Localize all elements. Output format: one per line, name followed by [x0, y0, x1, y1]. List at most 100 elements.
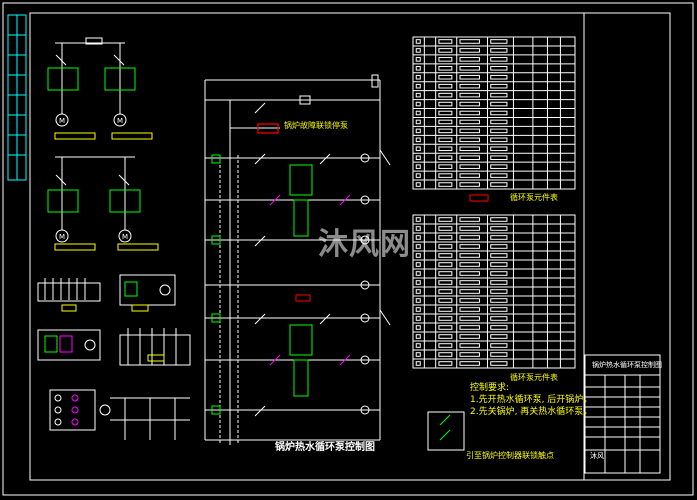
small-diagram-label: 引至锅炉控制器联锁触点 — [466, 451, 554, 460]
motor-yellow-labels — [54, 132, 159, 251]
table1-cell-mark — [438, 155, 453, 160]
table1-cell-mark — [459, 101, 480, 107]
table1-cell-mark — [490, 137, 508, 143]
table2-cell-mark — [438, 271, 453, 276]
table2-cell-mark — [459, 298, 480, 303]
table1-caption: 循环泵元件表 — [510, 193, 558, 202]
table1-cell-mark — [490, 74, 508, 80]
table2-cell-mark — [415, 316, 421, 321]
table2-cell-mark — [459, 343, 480, 348]
table1-cell-mark — [415, 128, 421, 134]
table1-cell-mark — [438, 182, 453, 187]
component-table-2 — [412, 214, 576, 369]
table1-cell-mark — [415, 182, 421, 187]
table2-cell-mark — [490, 352, 508, 357]
table2-cell-mark — [415, 361, 421, 366]
table2-cell-mark — [490, 262, 508, 267]
control-requirement-1: 1.先开热水循环泵, 后开锅炉。 — [470, 395, 593, 405]
table2-cell-mark — [490, 289, 508, 294]
table1-cell-mark — [490, 92, 508, 98]
table2-cell-mark — [459, 316, 480, 321]
table2-cell-mark — [490, 253, 508, 258]
table1-cell-mark — [490, 182, 508, 187]
table2-cell-mark — [459, 217, 480, 222]
title-block — [584, 354, 661, 474]
ladder-magenta-contacts — [269, 194, 351, 366]
table1-cell-mark — [415, 48, 421, 53]
table1-cell-mark — [438, 101, 453, 107]
table2-cell-mark — [415, 262, 421, 267]
table1-cell-mark — [438, 66, 453, 71]
table1-cell-mark — [459, 119, 480, 125]
table2-cell-mark — [438, 307, 453, 312]
table1-cell-mark — [490, 48, 508, 53]
table1-cell-mark — [415, 119, 421, 125]
control-requirements-heading: 控制要求: — [470, 383, 510, 393]
table1-cell-mark — [438, 173, 453, 178]
component-table-1 — [412, 36, 576, 190]
table2-cell-mark — [415, 226, 421, 231]
table2-cell-mark — [438, 226, 453, 231]
table1-cell-mark — [415, 83, 421, 89]
ladder-tag-1 — [295, 294, 311, 302]
table2-cell-mark — [459, 226, 480, 231]
table2-cell-mark — [459, 253, 480, 258]
table1-cell-mark — [490, 128, 508, 134]
table1-cell-mark — [459, 83, 480, 89]
table1-cell-mark — [490, 164, 508, 169]
table2-cell-mark — [490, 298, 508, 303]
table2-cell-mark — [490, 343, 508, 348]
table2-cell-mark — [490, 307, 508, 312]
table1-cell-mark — [459, 137, 480, 143]
table2-cell-mark — [490, 226, 508, 231]
table2-cell-mark — [415, 235, 421, 240]
left-margin-strips — [7, 14, 27, 181]
table1-cell-mark — [415, 173, 421, 178]
table1-cell-mark — [438, 119, 453, 125]
relay-circuit-1 — [37, 329, 101, 361]
table2-cell-mark — [438, 244, 453, 249]
interlock-label: 锅炉故障联锁停泵 — [284, 121, 348, 130]
table1-cell-mark — [438, 110, 453, 116]
table2-cell-mark — [438, 325, 453, 330]
table1-cell-mark — [438, 39, 453, 44]
table1-cell-mark — [459, 164, 480, 169]
table1-cell-mark — [415, 137, 421, 143]
table1-cell-mark — [415, 92, 421, 98]
table1-cell-mark — [459, 173, 480, 178]
table2-cell-mark — [490, 316, 508, 321]
motor-label-2a: M — [59, 233, 65, 241]
table2-cell-mark — [438, 352, 453, 357]
table2-cell-mark — [459, 262, 480, 267]
table2-cell-mark — [438, 262, 453, 267]
title-block-name: 锅炉热水循环泵控制图 — [592, 361, 662, 369]
motor-label-1a: M — [59, 117, 65, 125]
table2-cell-mark — [438, 361, 453, 366]
table1-cell-mark — [459, 57, 480, 62]
table2-cell-mark — [438, 289, 453, 294]
table2-cell-mark — [415, 352, 421, 357]
table2-cell-mark — [438, 217, 453, 222]
table1-caption-tag — [469, 194, 489, 202]
table1-cell-mark — [438, 164, 453, 169]
table1-cell-mark — [415, 164, 421, 169]
table1-cell-mark — [459, 48, 480, 53]
table2-cell-mark — [490, 217, 508, 222]
table1-cell-mark — [459, 39, 480, 44]
interlock-small-diagram — [427, 411, 465, 451]
title-block-stamp: 沐风 — [590, 452, 604, 460]
table1-cell-mark — [459, 66, 480, 71]
table1-cell-mark — [415, 39, 421, 44]
table1-cell-mark — [415, 57, 421, 62]
table2-cell-mark — [438, 334, 453, 339]
table1-cell-mark — [490, 119, 508, 125]
table1-cell-mark — [438, 74, 453, 80]
timer-circuit — [49, 389, 190, 440]
table2-cell-mark — [459, 244, 480, 249]
table2-cell-mark — [415, 280, 421, 285]
table1-cell-mark — [490, 57, 508, 62]
table2-cell-mark — [459, 361, 480, 366]
table2-cell-mark — [438, 343, 453, 348]
